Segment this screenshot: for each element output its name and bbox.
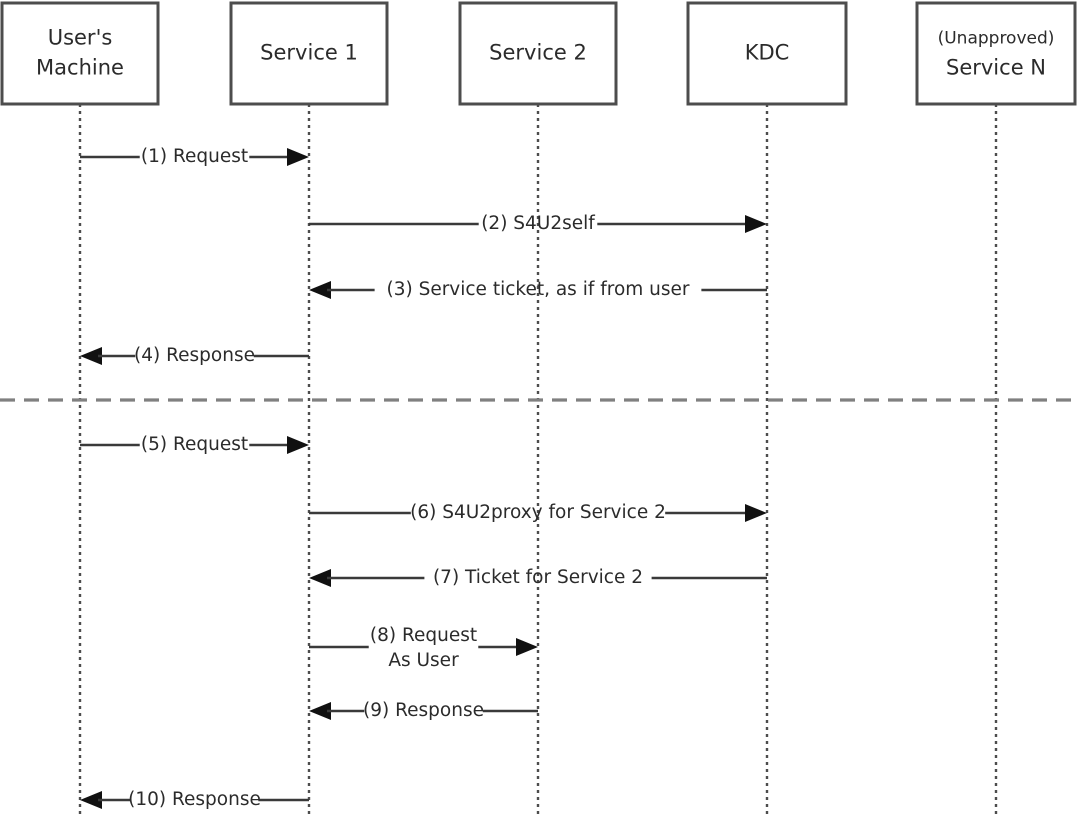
messages-layer: (1) Request (2) S4U2self (3) Service ticke… [80,146,767,810]
message-5-label: (5) Request [141,434,248,455]
message-4-label: (4) Response [134,345,255,366]
participant-service-2-label: Service 2 [489,41,587,65]
participant-user-machine-label: Machine [36,56,124,80]
participant-service-n[interactable]: (Unapproved) Service N [915,1,1077,106]
message-6-arrowhead [745,504,767,522]
participant-kdc-box[interactable] [686,1,848,106]
message-6-label: (6) S4U2proxy for Service 2 [410,502,666,523]
message-10-label: (10) Response [128,789,261,810]
participant-kdc[interactable]: KDC [686,1,848,106]
message-7: (7) Ticket for Service 2 [309,567,767,588]
message-9-label: (9) Response [363,700,484,721]
message-1: (1) Request [80,146,309,167]
participant-service-1-label: Service 1 [260,41,358,65]
message-3: (3) Service ticket, as if from user [309,279,767,300]
message-3-arrowhead [309,281,331,299]
message-6: (6) S4U2proxy for Service 2 [309,502,767,523]
participant-service-1-box[interactable] [229,1,389,106]
message-1-arrowhead [287,148,309,166]
message-8-label: As User [388,650,459,671]
message-9: (9) Response [309,700,538,721]
message-8: (8) Request As User [309,625,538,671]
message-8-arrowhead [516,638,538,656]
participant-service-2-box[interactable] [458,1,618,106]
participant-user-machine-label: User's [48,26,113,50]
participant-service-n-box[interactable] [915,1,1077,106]
message-5-arrowhead [287,436,309,454]
message-4-arrowhead [80,347,102,365]
message-8-label: (8) Request [370,625,477,646]
participant-service-1[interactable]: Service 1 [229,1,389,106]
participant-service-n-label: Service N [946,56,1046,80]
participant-service-n-label: (Unapproved) [938,29,1055,49]
message-2-arrowhead [745,215,767,233]
message-5: (5) Request [80,434,309,455]
message-4: (4) Response [80,345,309,366]
message-1-label: (1) Request [141,146,248,167]
message-7-label: (7) Ticket for Service 2 [433,567,643,588]
message-9-arrowhead [309,702,331,720]
message-7-arrowhead [309,569,331,587]
message-2: (2) S4U2self [309,213,767,234]
message-2-label: (2) S4U2self [481,213,595,234]
participant-user-machine-box[interactable] [0,1,160,106]
participant-kdc-label: KDC [745,41,790,65]
message-10-arrowhead [80,791,102,809]
participant-service-2[interactable]: Service 2 [458,1,618,106]
message-3-label: (3) Service ticket, as if from user [386,279,689,300]
message-10: (10) Response [80,789,309,810]
